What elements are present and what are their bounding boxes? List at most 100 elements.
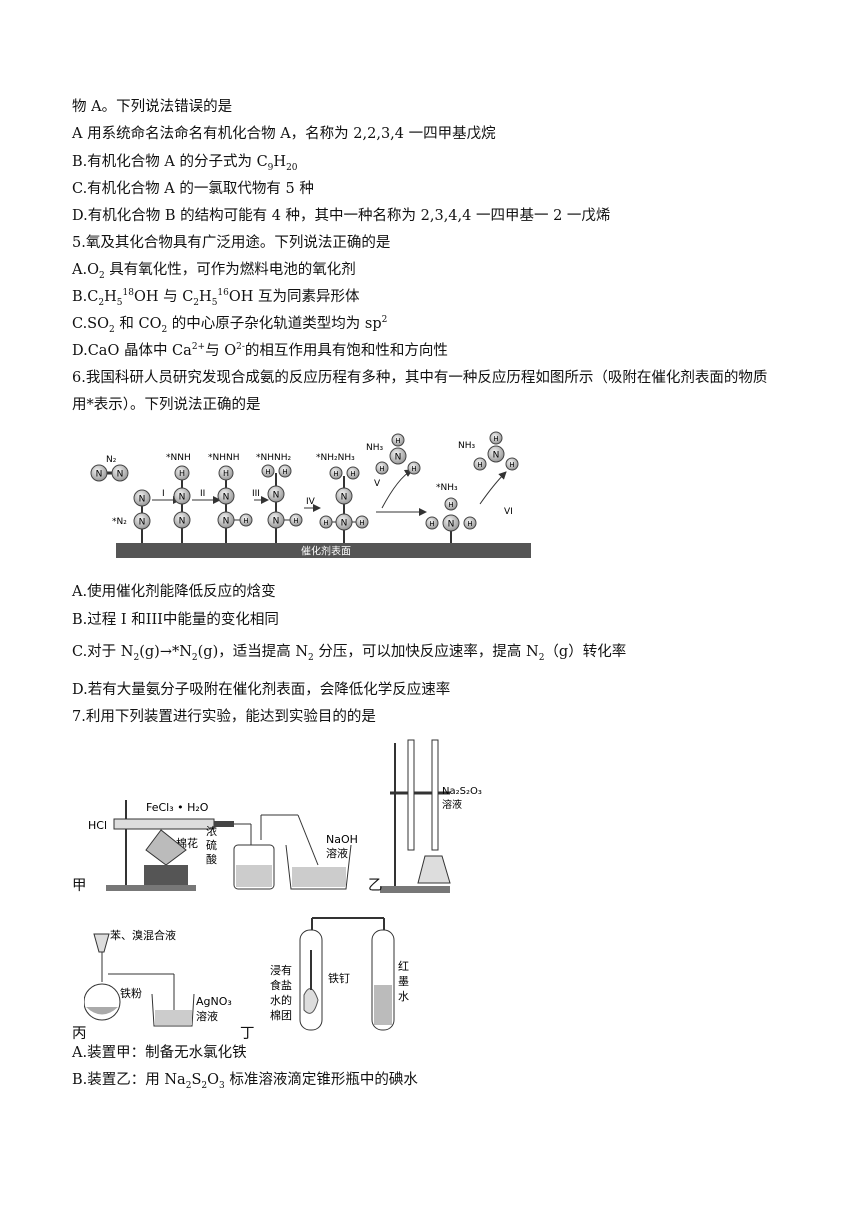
svg-text:铁钉: 铁钉 [328, 972, 350, 985]
label-nh3-released-2: NH₃ [458, 441, 476, 451]
svg-text:H: H [359, 519, 364, 527]
svg-text:H: H [333, 470, 338, 478]
svg-text:H: H [265, 468, 270, 476]
svg-text:浓: 浓 [206, 825, 217, 838]
svg-text:N: N [223, 517, 230, 527]
q7-option-a: A.装置甲：制备无水氯化铁 [72, 1045, 247, 1061]
label-nh2nh3: *NH₂NH₃ [316, 453, 355, 463]
svg-text:I: I [162, 489, 165, 499]
q6-option-a: A.使用催化剂能降低反应的焓变 [72, 584, 276, 600]
svg-text:N: N [139, 518, 146, 528]
caption-ding: 丁 [240, 1026, 255, 1042]
caption-yi: 乙 [368, 878, 383, 894]
svg-text:N: N [96, 470, 103, 480]
catalyst-surface-label: 催化剂表面 [301, 545, 351, 558]
svg-text:H: H [493, 435, 498, 443]
svg-text:H: H [477, 461, 482, 469]
svg-text:溶液: 溶液 [326, 846, 348, 860]
catalyst-surface [116, 543, 531, 558]
q6-stem-line1: 6.我国科研人员研究发现合成氨的反应历程有多种，其中有一种反应历程如图所示（吸附… [72, 370, 768, 386]
svg-text:H: H [282, 468, 287, 476]
svg-text:H: H [395, 437, 400, 445]
svg-text:NaOH: NaOH [326, 833, 358, 846]
svg-text:II: II [200, 489, 205, 499]
svg-text:硫: 硫 [206, 838, 217, 852]
ammonia-synthesis-diagram: 催化剂表面 N₂ N N *N₂ N N I *NNH H N N II *NH… [90, 431, 531, 558]
q6-option-d: D.若有大量氨分子吸附在催化剂表面，会降低化学反应速率 [72, 682, 451, 698]
svg-text:N: N [139, 495, 146, 505]
svg-text:N: N [395, 453, 402, 463]
svg-text:N: N [341, 493, 348, 503]
svg-text:N: N [179, 493, 186, 503]
svg-text:铁粉: 铁粉 [120, 987, 142, 1000]
svg-text:N: N [341, 519, 348, 529]
svg-text:III: III [252, 489, 260, 499]
svg-text:溶液: 溶液 [442, 798, 462, 811]
q6-option-b: B.过程 I 和III中能量的变化相同 [72, 612, 279, 628]
apparatus-jia: HCl FeCl₃ • H₂O 棉花 浓 硫 酸 NaOH 溶液 [88, 800, 358, 891]
caption-bing: 丙 [72, 1026, 87, 1042]
svg-text:水: 水 [398, 990, 409, 1003]
q6-option-c: C.对于 N2(g)→*N2(g)，适当提高 N2 分压，可以加快反应速率，提高… [72, 644, 627, 663]
svg-text:H: H [429, 520, 434, 528]
q5-option-b: B.C2H518OH 与 C2H516OH 互为同素异形体 [72, 288, 360, 308]
svg-text:墨: 墨 [398, 975, 409, 988]
label-adsorbed-n2: *N₂ [112, 517, 127, 527]
svg-text:H: H [179, 469, 185, 478]
svg-text:苯、溴混合液: 苯、溴混合液 [110, 928, 176, 942]
q5-option-c: C.SO2 和 CO2 的中心原子杂化轨道类型均为 sp2 [72, 315, 388, 335]
svg-text:H: H [448, 501, 453, 509]
svg-text:N: N [117, 470, 124, 480]
q4-option-a: A 用系统命名法命名有机化合物 A，名称为 2,2,3,4 一四甲基戊烷 [72, 126, 496, 142]
label-adsorbed-nh3: *NH₃ [436, 483, 458, 493]
svg-text:H: H [350, 470, 355, 478]
svg-text:AgNO₃: AgNO₃ [196, 995, 232, 1008]
svg-text:H: H [379, 465, 384, 473]
svg-text:浸有: 浸有 [270, 963, 292, 977]
svg-text:N: N [223, 493, 230, 503]
svg-text:红: 红 [398, 960, 409, 973]
svg-text:H: H [509, 461, 514, 469]
svg-text:N: N [493, 451, 500, 461]
svg-text:HCl: HCl [88, 819, 107, 832]
label-nhnh2: *NHNH₂ [256, 453, 292, 463]
svg-text:H: H [243, 517, 248, 525]
q7-option-b: B.装置乙：用 Na2S2O3 标准溶液滴定锥形瓶中的碘水 [72, 1072, 418, 1091]
q5-option-d: D.CaO 晶体中 Ca2+与 O2-的相互作用具有饱和性和方向性 [72, 342, 448, 359]
q7-stem: 7.利用下列装置进行实验，能达到实验目的的是 [72, 709, 376, 725]
svg-text:H: H [467, 520, 472, 528]
svg-text:Na₂S₂O₃: Na₂S₂O₃ [442, 786, 482, 797]
svg-text:H: H [323, 519, 328, 527]
q4-option-c: C.有机化合物 A 的一氯取代物有 5 种 [72, 181, 314, 197]
label-nnh: *NNH [166, 453, 191, 463]
apparatus-yi: Na₂S₂O₃ 溶液 [380, 739, 482, 893]
label-nhnh: *NHNH [208, 453, 240, 463]
svg-text:V: V [374, 479, 381, 489]
q4-option-b: B.有机化合物 A 的分子式为 C9H20 [72, 154, 298, 173]
label-n2: N₂ [106, 455, 117, 465]
svg-text:IV: IV [306, 497, 316, 507]
svg-text:酸: 酸 [206, 852, 217, 866]
svg-text:水的: 水的 [270, 993, 292, 1007]
label-nh3-released-1: NH₃ [366, 443, 384, 453]
svg-text:棉团: 棉团 [270, 1008, 292, 1022]
q4-stem: 物 A。下列说法错误的是 [72, 99, 233, 115]
svg-text:食盐: 食盐 [270, 978, 292, 992]
q5-option-a: A.O2 具有氧化性，可作为燃料电池的氧化剂 [72, 262, 356, 281]
apparatus-bing: 苯、溴混合液 铁粉 AgNO₃ 溶液 [84, 928, 232, 1027]
caption-jia: 甲 [72, 878, 87, 894]
svg-text:N: N [179, 517, 186, 527]
apparatus-ding: 浸有 食盐 水的 棉团 铁钉 红 墨 水 [270, 917, 409, 1031]
svg-text:溶液: 溶液 [196, 1009, 218, 1023]
svg-text:H: H [411, 465, 416, 473]
svg-text:H: H [293, 517, 298, 525]
svg-text:VI: VI [504, 507, 513, 517]
svg-text:N: N [273, 491, 280, 501]
svg-text:FeCl₃ • H₂O: FeCl₃ • H₂O [146, 801, 209, 814]
q5-stem: 5.氧及其化合物具有广泛用途。下列说法正确的是 [72, 235, 391, 251]
svg-text:N: N [448, 520, 455, 530]
svg-text:N: N [273, 517, 280, 527]
q6-stem-line2: 用*表示）。下列说法正确的是 [72, 397, 261, 413]
q4-option-d: D.有机化合物 B 的结构可能有 4 种，其中一种名称为 2,3,4,4 一四甲… [72, 208, 611, 224]
svg-text:H: H [223, 469, 229, 478]
